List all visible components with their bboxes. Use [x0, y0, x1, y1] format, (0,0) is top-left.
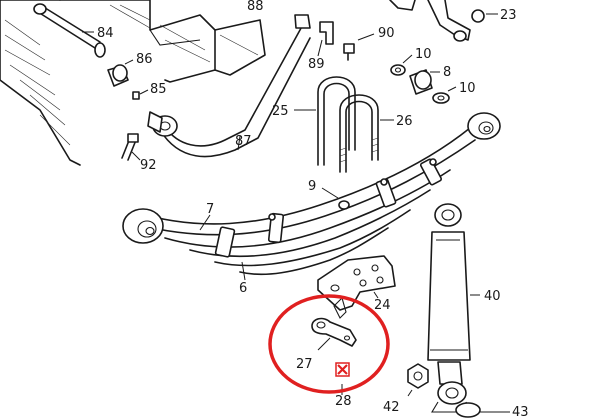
label-43: 43 — [512, 405, 529, 420]
label-27: 27 — [296, 357, 313, 372]
chassis-frame — [0, 0, 266, 166]
part-40-shock-absorber — [427, 203, 480, 413]
part-27-plate — [311, 317, 357, 351]
part-85-screw — [132, 89, 149, 100]
label-24: 24 — [374, 298, 391, 313]
label-86: 86 — [136, 52, 153, 67]
part-42-nut — [407, 363, 429, 397]
part-26-u-bolt — [339, 94, 394, 173]
part-10-washer-upper — [390, 54, 413, 76]
label-9: 9 — [308, 179, 316, 194]
part-87-link-arm — [147, 14, 311, 158]
label-26: 26 — [396, 114, 413, 129]
label-40: 40 — [484, 289, 501, 304]
part-8-rubber-bush — [409, 69, 440, 95]
part-leaf-spring — [122, 112, 501, 281]
missing-part-marker-icon — [335, 362, 350, 377]
part-90-screw — [343, 33, 375, 61]
label-84: 84 — [97, 26, 114, 41]
label-85: 85 — [150, 82, 167, 97]
label-89: 89 — [308, 57, 325, 72]
part-86-bush — [107, 59, 134, 87]
label-88: 88 — [247, 0, 264, 14]
label-10b: 10 — [459, 81, 476, 96]
label-6: 6 — [239, 281, 247, 296]
label-23: 23 — [500, 8, 517, 23]
label-8: 8 — [443, 65, 451, 80]
part-10-washer-lower — [432, 86, 457, 104]
label-92: 92 — [140, 158, 157, 173]
highlight-circle — [268, 294, 390, 394]
label-87: 87 — [235, 134, 252, 149]
label-90: 90 — [378, 26, 395, 41]
label-42: 42 — [383, 400, 400, 415]
leader-9 — [321, 187, 339, 199]
label-7: 7 — [206, 202, 214, 217]
part-84-shackle-pin — [33, 3, 106, 58]
part-upper-link — [389, 0, 498, 42]
label-25: 25 — [272, 104, 289, 119]
part-89-bracket — [317, 21, 334, 57]
part-92-bolt — [121, 133, 141, 161]
label-10a: 10 — [415, 47, 432, 62]
part-25-u-bolt — [294, 76, 356, 166]
part-43-washer — [455, 402, 510, 418]
label-28: 28 — [335, 394, 352, 409]
